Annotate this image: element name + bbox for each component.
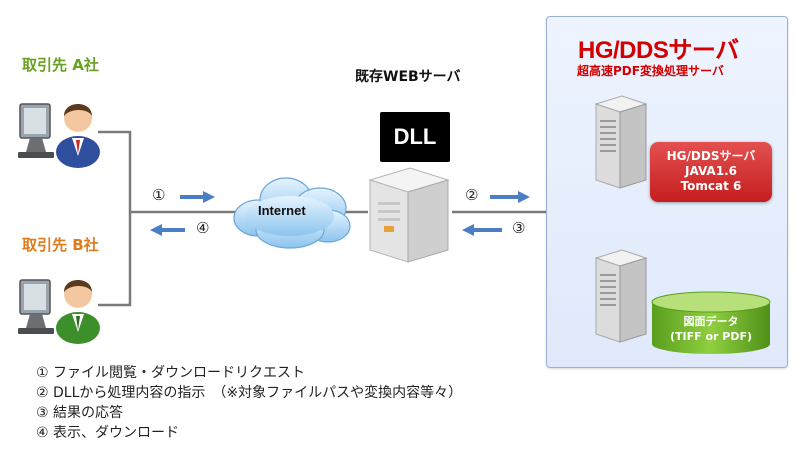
- internet-cloud-icon: [233, 177, 351, 249]
- legend-item-1: ① ファイル閲覧・ダウンロードリクエスト: [36, 365, 305, 381]
- step-2-label: ②: [465, 186, 479, 204]
- legend-item-3: ③ 結果の応答: [36, 405, 124, 421]
- client-b-label: 取引先 B社: [22, 236, 99, 254]
- step-3-label: ③: [512, 219, 526, 237]
- hg-dds-panel-subtitle: 超高速PDF変換処理サーバ: [577, 64, 724, 78]
- client-bracket-line: [98, 130, 132, 307]
- hg-server-icon: [594, 95, 648, 189]
- client-b-user-icon: [18, 279, 100, 344]
- drawing-data-cylinder-icon: [651, 291, 771, 354]
- hg-server-name: HG/DDSサーバ: [666, 149, 756, 163]
- web-server-title: 既存WEBサーバ: [355, 69, 461, 85]
- drawing-data-format: (TIFF or PDF): [669, 330, 753, 343]
- client-a-label: 取引先 A社: [22, 56, 99, 74]
- drawing-data-name: 図面データ: [683, 315, 739, 328]
- hg-server-info-box: HG/DDSサーバ JAVA1.6 Tomcat 6: [650, 142, 772, 202]
- legend-item-4: ④ 表示、ダウンロード: [36, 425, 180, 441]
- internet-label: Internet: [258, 203, 306, 218]
- step-4-label: ④: [196, 219, 210, 237]
- hg-server-tomcat: Tomcat 6: [680, 179, 742, 193]
- step-1-label: ①: [152, 186, 166, 204]
- web-server-icon: [368, 167, 450, 263]
- dll-box: DLL: [380, 112, 450, 162]
- client-a-user-icon: [18, 103, 100, 168]
- drawing-data-label: 図面データ (TIFF or PDF): [648, 314, 774, 344]
- storage-server-icon: [594, 249, 648, 343]
- legend-item-2: ② DLLから処理内容の指示 （※対象ファイルパスや変換内容等々）: [36, 385, 463, 401]
- hg-server-java: JAVA1.6: [685, 164, 737, 178]
- hg-dds-panel-title: HG/DDSサーバ: [578, 37, 739, 64]
